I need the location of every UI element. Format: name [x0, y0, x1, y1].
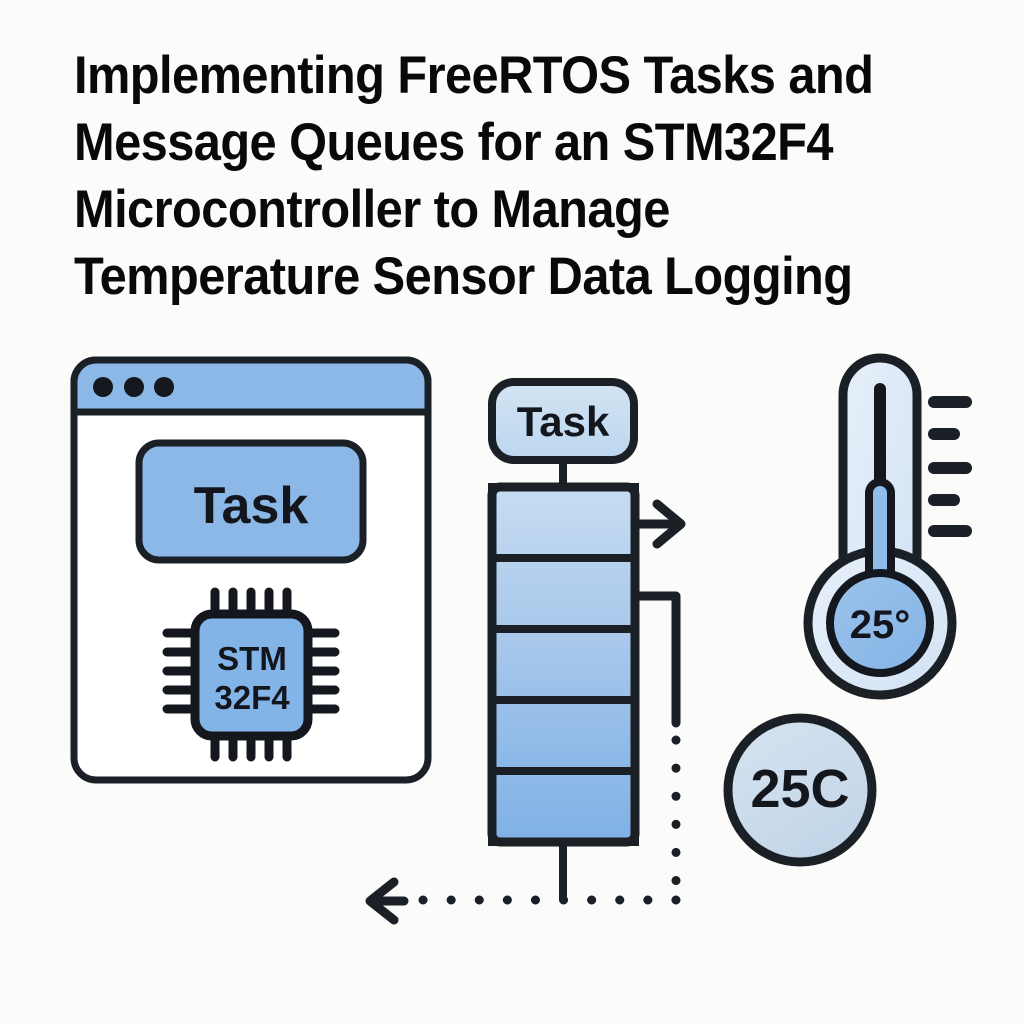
thermometer-ticks	[928, 396, 972, 537]
thermometer-reading-label: 25°	[850, 603, 911, 647]
page-title: Implementing FreeRTOS Tasks and Message …	[74, 46, 874, 306]
queue-task-pill-bg	[488, 378, 638, 464]
chip-body	[190, 609, 313, 741]
queue-output-arrow-icon	[630, 499, 686, 549]
application-window[interactable]: Task	[70, 356, 432, 784]
thermometer-stem-top	[874, 383, 886, 487]
queue-return-arrow-icon	[365, 877, 681, 925]
window-dot-1-icon[interactable]	[93, 377, 113, 397]
thermometer[interactable]: 25°	[803, 353, 972, 700]
queue-slot-3[interactable]	[488, 625, 639, 704]
queue-slots	[487, 482, 640, 847]
temperature-badge-label: 25C	[750, 759, 849, 819]
chip-label-line1: STM	[217, 640, 287, 677]
task-button-bg	[135, 439, 367, 564]
queue-slot-4[interactable]	[488, 696, 639, 775]
window-titlebar	[70, 356, 432, 416]
window-dot-3-icon[interactable]	[154, 377, 174, 397]
task-button-label: Task	[194, 477, 309, 535]
chip-label-line2: 32F4	[214, 679, 290, 716]
queue-slot-2[interactable]	[488, 554, 639, 633]
queue-task-pill-label: Task	[517, 398, 610, 445]
message-queue-diagram[interactable]: Task	[365, 378, 686, 925]
stm32f4-chip[interactable]: STM 32F4	[162, 587, 340, 762]
chip-pins-left	[162, 628, 199, 714]
queue-slot-1[interactable]	[488, 483, 639, 562]
queue-slot-5[interactable]	[488, 767, 639, 846]
temperature-badge-circle	[723, 713, 877, 867]
task-button[interactable]: Task	[135, 439, 367, 564]
thermometer-bulb-inner	[826, 569, 934, 677]
queue-feedback-path	[630, 591, 681, 891]
temperature-badge[interactable]: 25C	[723, 713, 877, 867]
window-dot-2-icon[interactable]	[124, 377, 144, 397]
queue-task-pill[interactable]: Task	[488, 378, 638, 464]
